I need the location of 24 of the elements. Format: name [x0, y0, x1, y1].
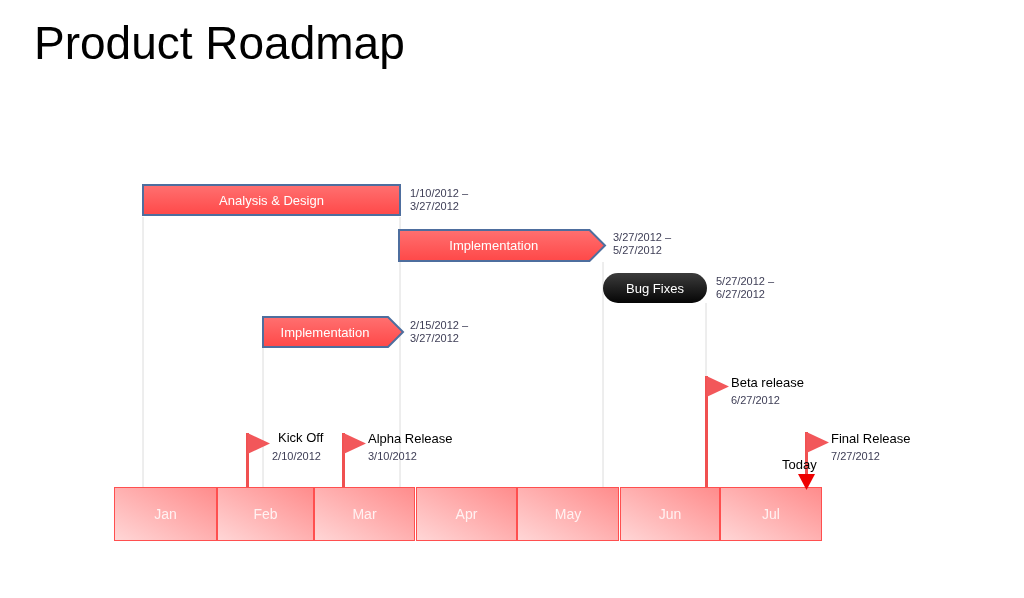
month-block: Mar: [314, 487, 415, 541]
milestone-label: Beta release: [731, 375, 804, 390]
month-block: Jun: [620, 487, 720, 541]
month-block: May: [517, 487, 619, 541]
milestone-date: 3/10/2012: [368, 450, 417, 463]
date-range: 3/27/2012 – 5/27/2012: [613, 231, 673, 257]
month-block: Jul: [720, 487, 822, 541]
milestone-label: Kick Off: [278, 430, 324, 445]
milestone-date: 7/27/2012: [831, 450, 880, 463]
milestone-date: 2/10/2012: [272, 450, 321, 463]
milestone-label: Final Release: [831, 431, 911, 446]
month-block: Jan: [114, 487, 217, 541]
pill-bar: Bug Fixes: [603, 273, 707, 303]
task-bar: Analysis & Design: [142, 184, 401, 216]
title: Product Roadmap: [34, 16, 405, 70]
date-range: 5/27/2012 – 6/27/2012: [716, 275, 776, 301]
date-range: 2/15/2012 – 3/27/2012: [410, 319, 470, 345]
month-block: Feb: [217, 487, 314, 541]
milestone-label: Alpha Release: [368, 431, 453, 446]
pentagon-bar: Implementation: [262, 316, 404, 348]
pentagon-bar: Implementation: [398, 229, 606, 262]
month-block: Apr: [416, 487, 517, 541]
date-range: 1/10/2012 – 3/27/2012: [410, 187, 470, 213]
milestone-date: 6/27/2012: [731, 394, 780, 407]
